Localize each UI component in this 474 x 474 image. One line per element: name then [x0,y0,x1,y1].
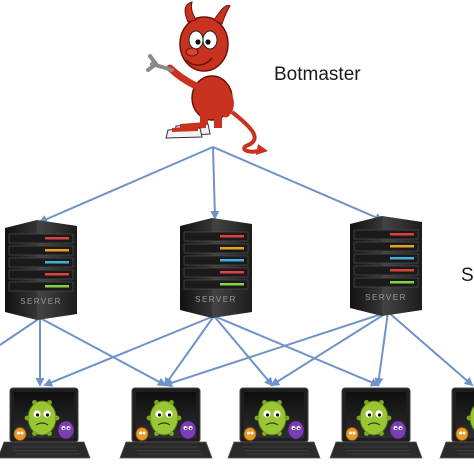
green-virus-icon [257,400,287,436]
arrow-botmaster-server-3 [212,146,384,222]
server-led [390,233,414,236]
orange-virus-icon [13,427,27,441]
arrow-server2-bot-4 [213,315,380,387]
server-led [45,273,69,276]
green-virus-icon [149,400,179,436]
server-drive-slot [353,265,419,276]
infected-laptop-icon [329,387,423,459]
server-drive-slot [183,243,249,254]
server-1-icon: SERVER [5,220,77,320]
orange-virus-icon [345,427,359,441]
server-led [390,269,414,272]
arrow-server1-offscreen [0,317,41,346]
server-drive-slot [353,277,419,288]
server-led [45,285,69,288]
green-virus-icon [359,400,389,436]
botmaster-devil-icon [146,1,268,155]
arrow-botmaster-server-1 [38,146,214,224]
server-led [390,281,414,284]
arrow-server3-bot-3 [270,311,389,387]
server-2-icon: SERVER [180,218,252,318]
server-led [220,259,244,262]
orange-virus-icon [135,427,149,441]
server-drive-slot [183,267,249,278]
server-drive-slot [8,281,74,292]
server-drive-slot [183,255,249,266]
arrow-server3-bot-2 [163,311,389,388]
infected-laptop-icon [227,387,321,459]
server-led [45,249,69,252]
server-plate-text: SERVER [20,297,62,306]
server-drive-slot [8,245,74,256]
green-virus-icon [27,400,57,436]
botmaster-label: Botmaster [274,64,361,85]
purple-virus-icon [389,420,407,440]
arrow-server2-bot-2 [163,315,215,387]
arrow-server2-bot-1 [43,315,215,387]
infected-laptop-icon [0,387,91,459]
server-drive-slot [353,241,419,252]
server-drive-slot [183,231,249,242]
server-drive-slot [353,253,419,264]
orange-virus-icon [455,427,469,441]
server-led [390,257,414,260]
server-drive-slot [8,257,74,268]
server-led [220,271,244,274]
server-plate-text: SERVER [365,293,407,302]
infected-laptop-icon [439,387,474,459]
connections [0,146,474,388]
server-led [45,261,69,264]
purple-virus-icon [57,420,75,440]
arrow-server1-bot-2 [39,317,167,386]
server-3-icon: SERVER [350,216,422,316]
arrow-server3-bot-4 [374,311,389,387]
infected-laptop-icon [119,387,213,459]
servers-label: S [461,265,474,286]
server-led [220,247,244,250]
arrow-server2-bot-3 [213,315,274,387]
server-led [220,235,244,238]
arrow-server3-bot-5 [387,311,474,387]
purple-virus-icon [287,420,305,440]
server-drive-slot [8,269,74,280]
server-drive-slot [183,279,249,290]
server-led [390,245,414,248]
server-drive-slot [8,233,74,244]
arrow-botmaster-server-2 [210,146,220,220]
server-led [220,283,244,286]
bots [0,387,474,459]
orange-virus-icon [243,427,257,441]
purple-virus-icon [179,420,197,440]
server-led [45,237,69,240]
server-plate-text: SERVER [195,295,237,304]
server-drive-slot [353,229,419,240]
